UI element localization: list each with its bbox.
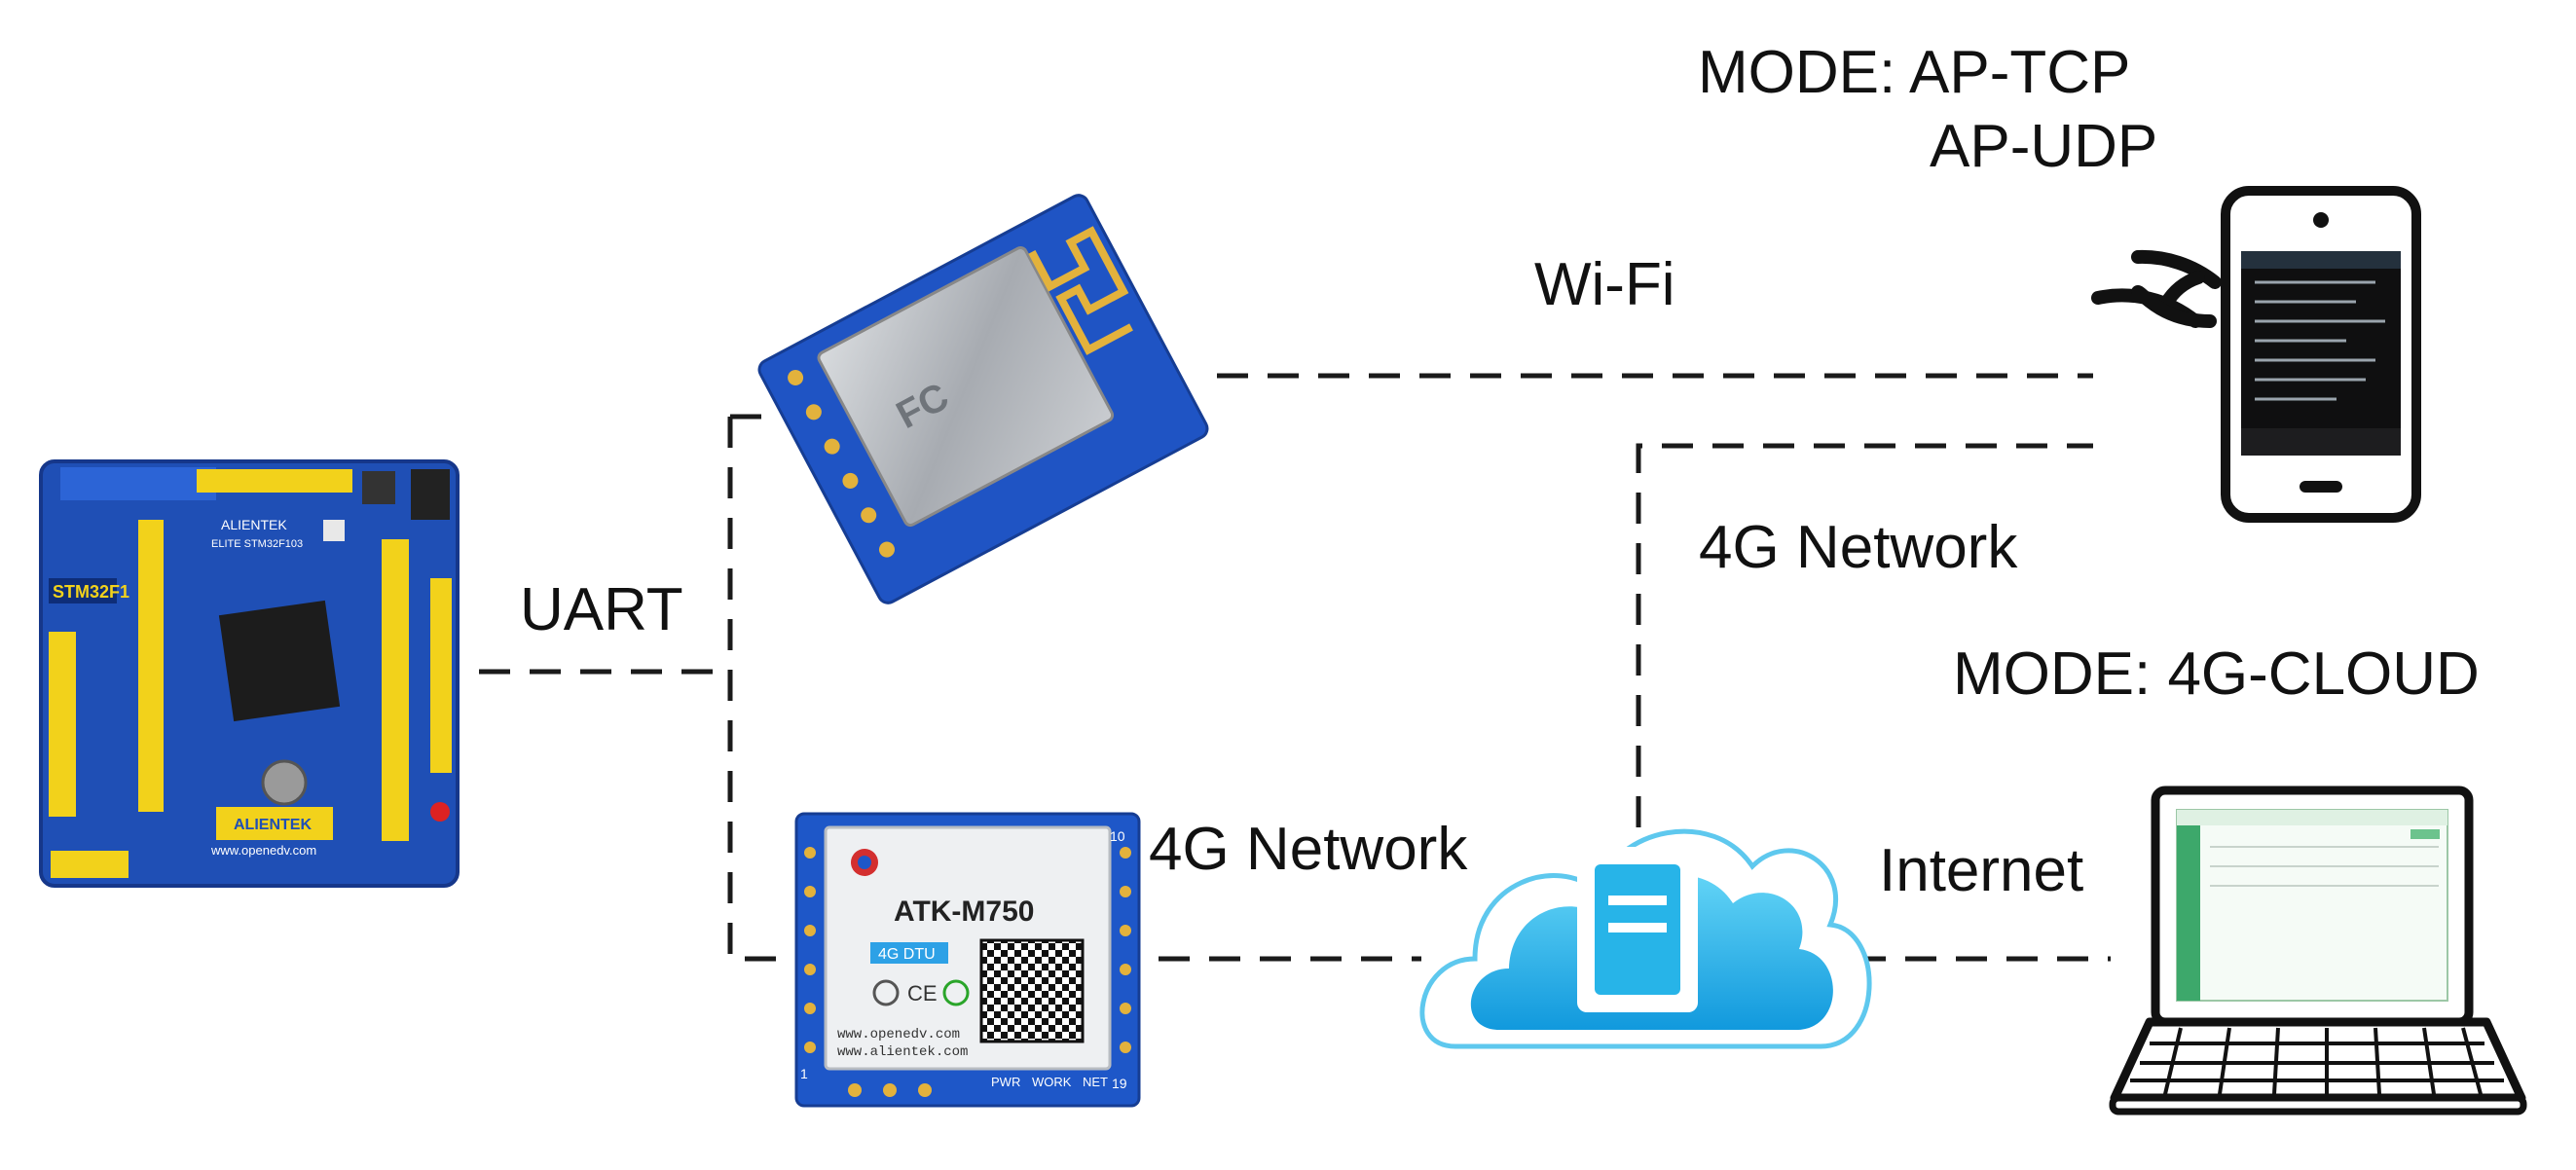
stm32-brand-bottom: ALIENTEK [234,817,312,833]
wifi-label: Wi-Fi [1534,251,1675,318]
dtu-pin-work: WORK [1032,1075,1072,1089]
cloud-server-icon [1419,828,1872,1049]
dtu-url-1: www.openedv.com [837,1027,960,1042]
dtu-pin-net: NET [1083,1075,1108,1089]
cloud-to-phone-line [1636,443,2093,827]
dtu-module-icon: ATK-M750 4G DTU CE www.openedv.com www.a… [794,812,1141,1108]
mode-4g-label: MODE: 4G-CLOUD [1953,640,2480,708]
stm32-subtitle: ELITE STM32F103 [211,538,303,550]
stm32-silk-label: STM32F1 [53,582,129,602]
mode-ap-label: MODE: AP-TCP [1698,39,2131,106]
stm32-brand-top: ALIENTEK [221,517,287,532]
laptop-icon [2109,786,2527,1115]
dtu-pin-pwr: PWR [991,1075,1020,1089]
dtu-url-2: www.alientek.com [837,1044,968,1060]
svg-text:CE: CE [907,981,938,1005]
mode-ap-second-label: AP-UDP [1930,113,2158,180]
dtu-num-right: 10 [1110,828,1125,844]
stm32-url: www.openedv.com [210,843,316,858]
network-4g-top-label: 4G Network [1699,514,2018,581]
dtu-num-left: 1 [800,1066,808,1081]
dtu-name: ATK-M750 [894,896,1034,928]
network-4g-bottom-label: 4G Network [1149,816,1468,883]
dtu-num-bottom: 19 [1112,1076,1127,1091]
wifi-module-icon: FC [757,194,1209,604]
board-stm32-icon: STM32F1 ALIENTEK ELITE STM32F103 ALIENTE… [39,459,460,888]
internet-label: Internet [1879,837,2084,904]
uart-bus-vertical [727,414,779,962]
smartphone-icon [2221,186,2421,523]
dtu-badge: 4G DTU [878,946,936,963]
uart-label: UART [520,576,683,643]
connector-lines [479,373,2111,962]
wifi-signal-icon [2091,249,2222,328]
